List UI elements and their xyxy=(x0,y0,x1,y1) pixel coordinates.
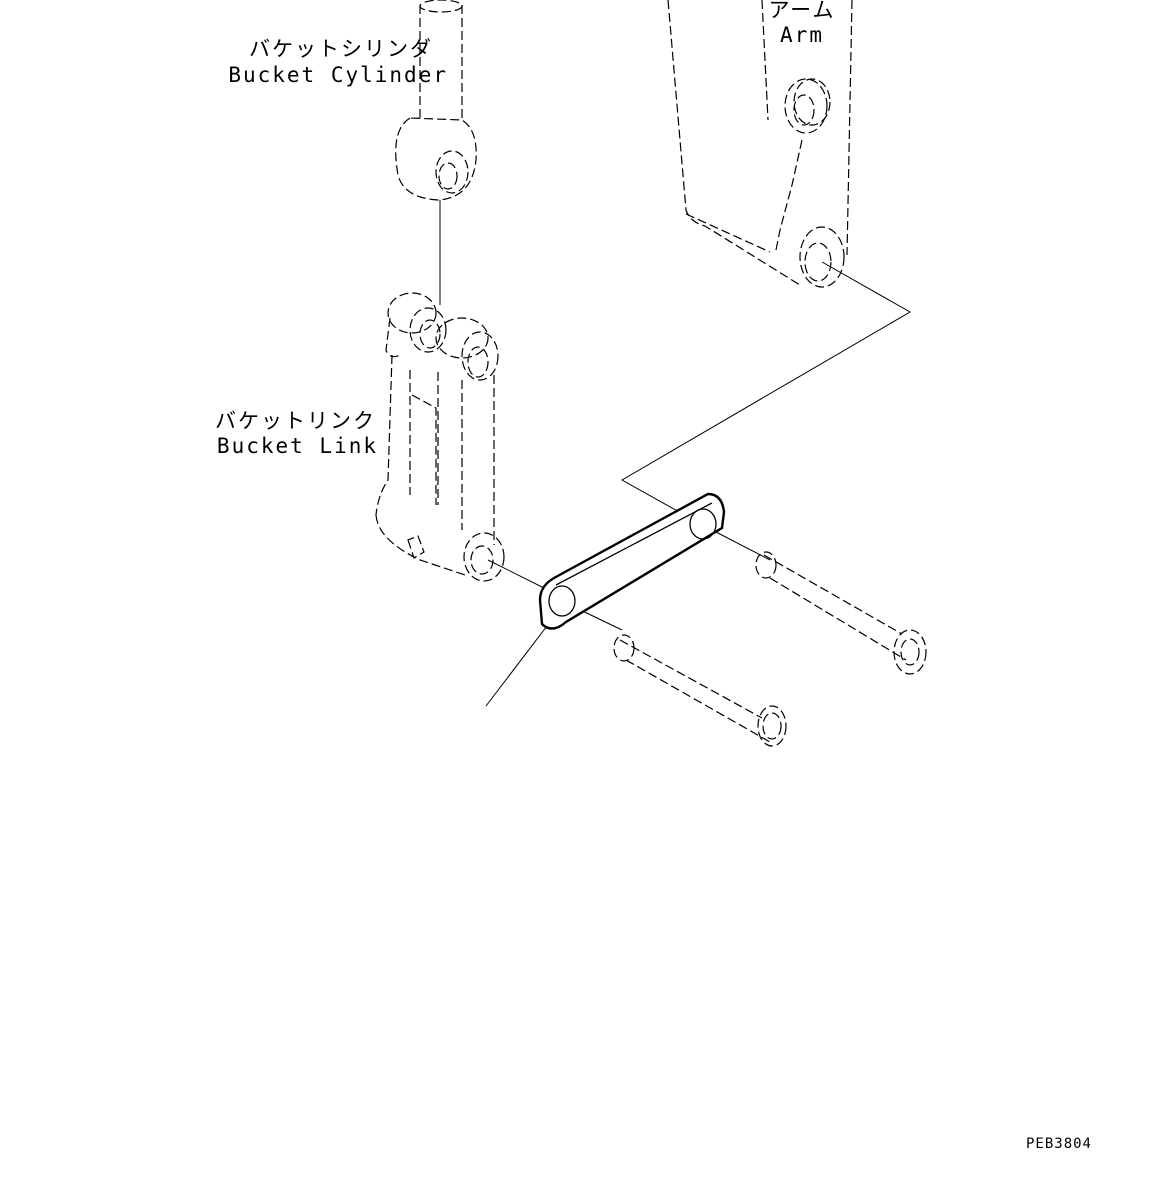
arm-label-jp: アーム xyxy=(768,0,835,22)
link-plate-icon xyxy=(538,492,726,630)
bucket-link-label-en: Bucket Link xyxy=(217,434,378,458)
arm-label-en: Arm xyxy=(780,23,824,47)
pin-icon xyxy=(755,551,927,675)
bucket-link-icon xyxy=(375,292,505,582)
bucket-link-label-jp: バケットリンク xyxy=(215,409,376,433)
bucket-cylinder-label-jp: バケットシリンダ xyxy=(249,37,433,61)
bucket-cylinder-icon xyxy=(395,0,477,305)
drawing-code: PEB3804 xyxy=(1026,1136,1092,1152)
connection-lines xyxy=(485,261,912,707)
pin-icon xyxy=(613,634,787,747)
bucket-cylinder-label-en: Bucket Cylinder xyxy=(228,63,448,87)
arm-icon xyxy=(667,0,853,288)
